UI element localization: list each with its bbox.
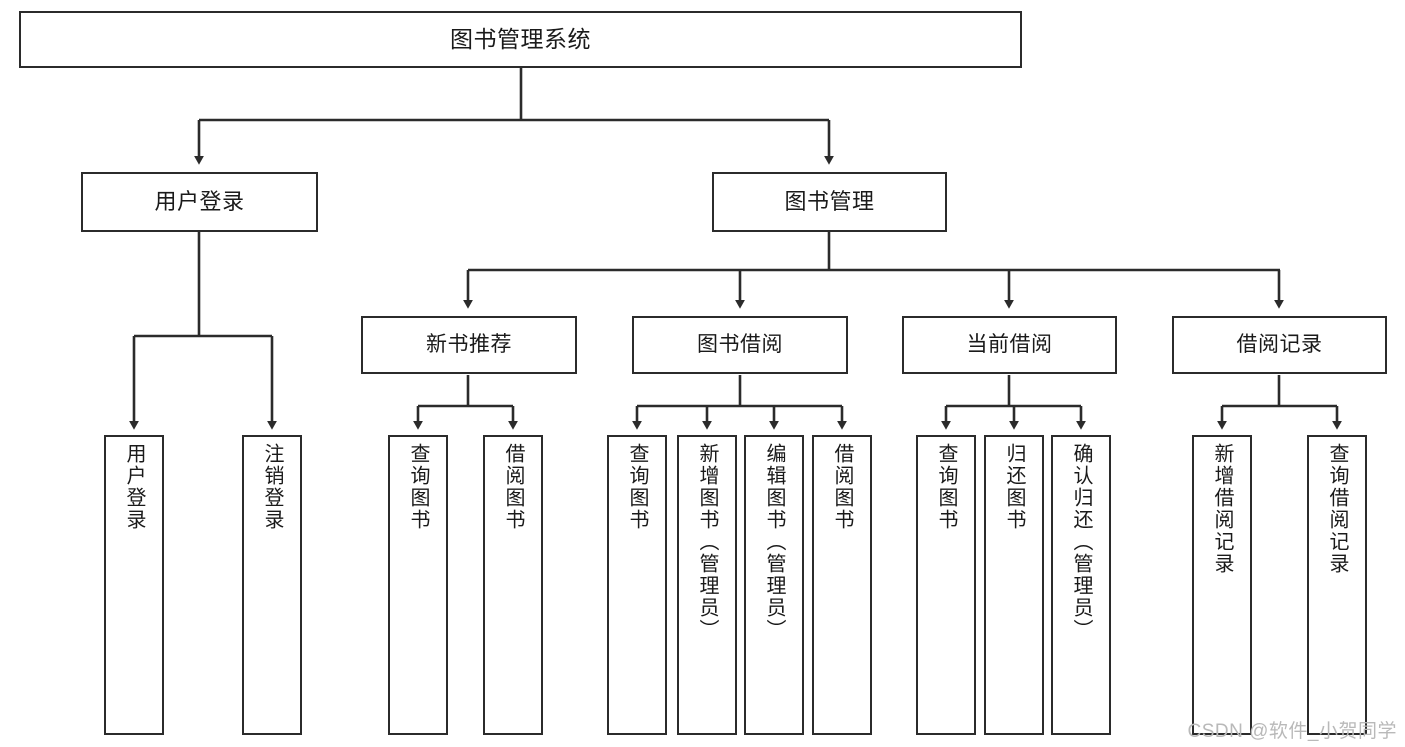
node-label: 借阅图书 [502,443,524,531]
watermark: CSDN @软件_小贺同学 [1187,721,1397,742]
node-current-borrow[interactable]: 当前借阅 [902,316,1117,374]
leaf-book-borrow-edit[interactable]: 编辑图书（管理员） [744,435,804,735]
node-label: 新书推荐 [426,332,512,356]
node-book-management[interactable]: 图书管理 [712,172,947,232]
node-label: 编辑图书（管理员） [763,443,785,641]
leaf-borrow-record-query[interactable]: 查询借阅记录 [1307,435,1367,735]
leaf-book-borrow-add[interactable]: 新增图书（管理员） [677,435,737,735]
node-label: 借阅图书 [831,443,853,531]
node-label: 确认归还（管理员） [1070,443,1092,641]
node-borrow-record[interactable]: 借阅记录 [1172,316,1387,374]
node-new-book-recommend[interactable]: 新书推荐 [361,316,577,374]
leaf-current-borrow-query[interactable]: 查询图书 [916,435,976,735]
leaf-new-book-query[interactable]: 查询图书 [388,435,448,735]
node-label: 查询借阅记录 [1326,443,1348,575]
node-label: 新增图书（管理员） [696,443,718,641]
node-label: 查询图书 [935,443,957,531]
leaf-book-borrow-borrow[interactable]: 借阅图书 [812,435,872,735]
node-book-borrow[interactable]: 图书借阅 [632,316,848,374]
node-label: 注销登录 [261,443,283,531]
leaf-book-borrow-query[interactable]: 查询图书 [607,435,667,735]
node-label: 借阅记录 [1236,332,1323,356]
leaf-new-book-borrow[interactable]: 借阅图书 [483,435,543,735]
node-label: 查询图书 [626,443,648,531]
node-label: 图书管理 [784,189,875,215]
leaf-current-borrow-confirm-return[interactable]: 确认归还（管理员） [1051,435,1111,735]
node-label: 用户登录 [123,443,145,531]
leaf-current-borrow-return[interactable]: 归还图书 [984,435,1044,735]
node-label: 图书借阅 [697,332,783,356]
node-label: 归还图书 [1003,443,1025,531]
leaf-borrow-record-add[interactable]: 新增借阅记录 [1192,435,1252,735]
node-label: 当前借阅 [966,332,1053,356]
node-user-login[interactable]: 用户登录 [81,172,318,232]
node-label: 用户登录 [154,189,245,215]
node-root-system[interactable]: 图书管理系统 [19,11,1022,68]
node-label: 查询图书 [407,443,429,531]
leaf-user-login-login[interactable]: 用户登录 [104,435,164,735]
node-label: 新增借阅记录 [1211,443,1233,575]
node-label: 图书管理系统 [450,26,591,53]
leaf-user-login-logout[interactable]: 注销登录 [242,435,302,735]
